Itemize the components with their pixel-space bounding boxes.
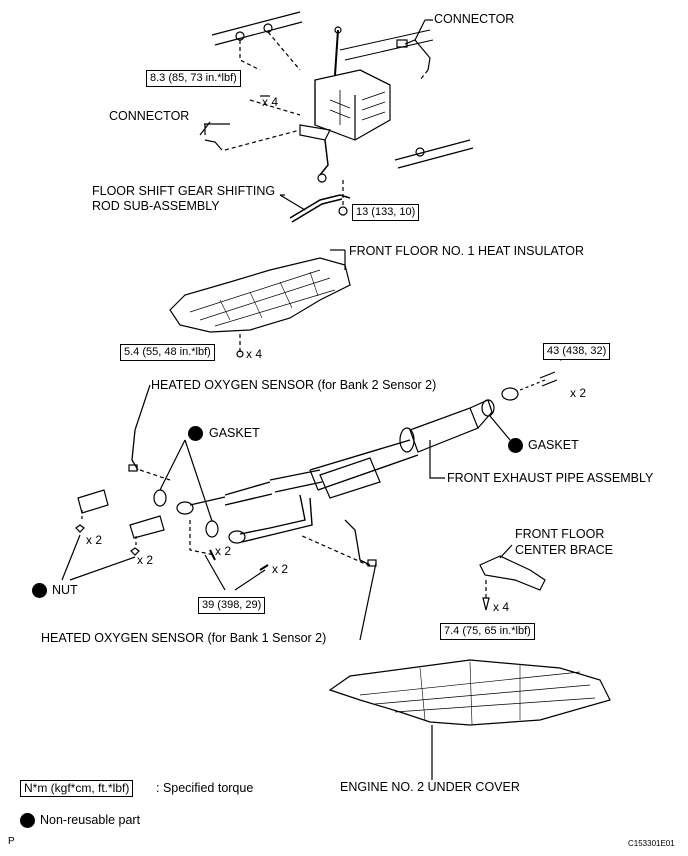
footer-left-code: P [8, 836, 15, 847]
torque-box-t1: 8.3 (85, 73 in.*lbf) [146, 70, 241, 87]
footer-right-code: C153301E01 [628, 839, 675, 848]
torque-box-t6: 7.4 (75, 65 in.*lbf) [440, 623, 535, 640]
front-exhaust-pipe [176, 399, 493, 544]
qty-center-a: x 2 [215, 544, 232, 558]
qty-center-b: x 2 [272, 562, 289, 576]
torque-box-t3: 5.4 (55, 48 in.*lbf) [120, 344, 215, 361]
heat-insulator [169, 249, 351, 358]
legend-torque-text: : Specified torque [156, 781, 254, 795]
legend-nonreusable-marker [20, 813, 35, 828]
gasket-right-nonreusable-marker [508, 438, 523, 453]
qty-nut-b: x 2 [137, 553, 154, 567]
gasket-left-nonreusable-marker [188, 426, 203, 441]
shift-lever-assembly [299, 26, 391, 183]
nut-nonreusable-marker [32, 583, 47, 598]
under-cover [328, 659, 611, 780]
left-flanges [61, 489, 269, 591]
gasket-right-label: GASKET [528, 438, 579, 452]
connector-left-label: CONNECTOR [109, 109, 190, 123]
qty-brace: x 4 [493, 600, 510, 614]
center-brace [479, 544, 546, 611]
qty-nut-a: x 2 [86, 533, 103, 547]
torque-box-t2: 13 (133, 10) [352, 204, 420, 221]
leader-lines [204, 19, 445, 479]
center-brace-label-line1: FRONT FLOOR [515, 527, 605, 541]
oxygen-bank1-label: HEATED OXYGEN SENSOR (for Bank 1 Sensor … [41, 631, 327, 645]
qty-flange-right: x 2 [570, 386, 587, 400]
under-cover-label: ENGINE NO. 2 UNDER COVER [340, 780, 520, 794]
torque-box-t5: 39 (398, 29) [198, 597, 266, 614]
gasket-left-label: GASKET [209, 426, 260, 440]
oxygen-sensors [128, 384, 377, 641]
legend-nonreusable-text: Non-reusable part [40, 813, 141, 827]
center-brace-label-line2: CENTER BRACE [515, 543, 613, 557]
front-exhaust-label: FRONT EXHAUST PIPE ASSEMBLY [447, 471, 654, 485]
shift-rod [279, 180, 351, 223]
oxygen-bank2-label: HEATED OXYGEN SENSOR (for Bank 2 Sensor … [151, 378, 437, 392]
floor-rails [211, 11, 474, 169]
connector-top-label: CONNECTOR [434, 12, 515, 26]
shift-rod-label-line1: FLOOR SHIFT GEAR SHIFTING [92, 184, 276, 198]
legend-torque-box: N*m (kgf*cm, ft.*lbf) [20, 780, 134, 797]
qty-shift-bolts: x 4 [262, 95, 279, 109]
heat-insulator-label: FRONT FLOOR NO. 1 HEAT INSULATOR [349, 244, 584, 258]
shift-rod-label-line2: ROD SUB-ASSEMBLY [92, 199, 220, 213]
nut-label: NUT [52, 583, 78, 597]
qty-insulator: x 4 [246, 347, 263, 361]
torque-box-t4: 43 (438, 32) [543, 343, 611, 360]
